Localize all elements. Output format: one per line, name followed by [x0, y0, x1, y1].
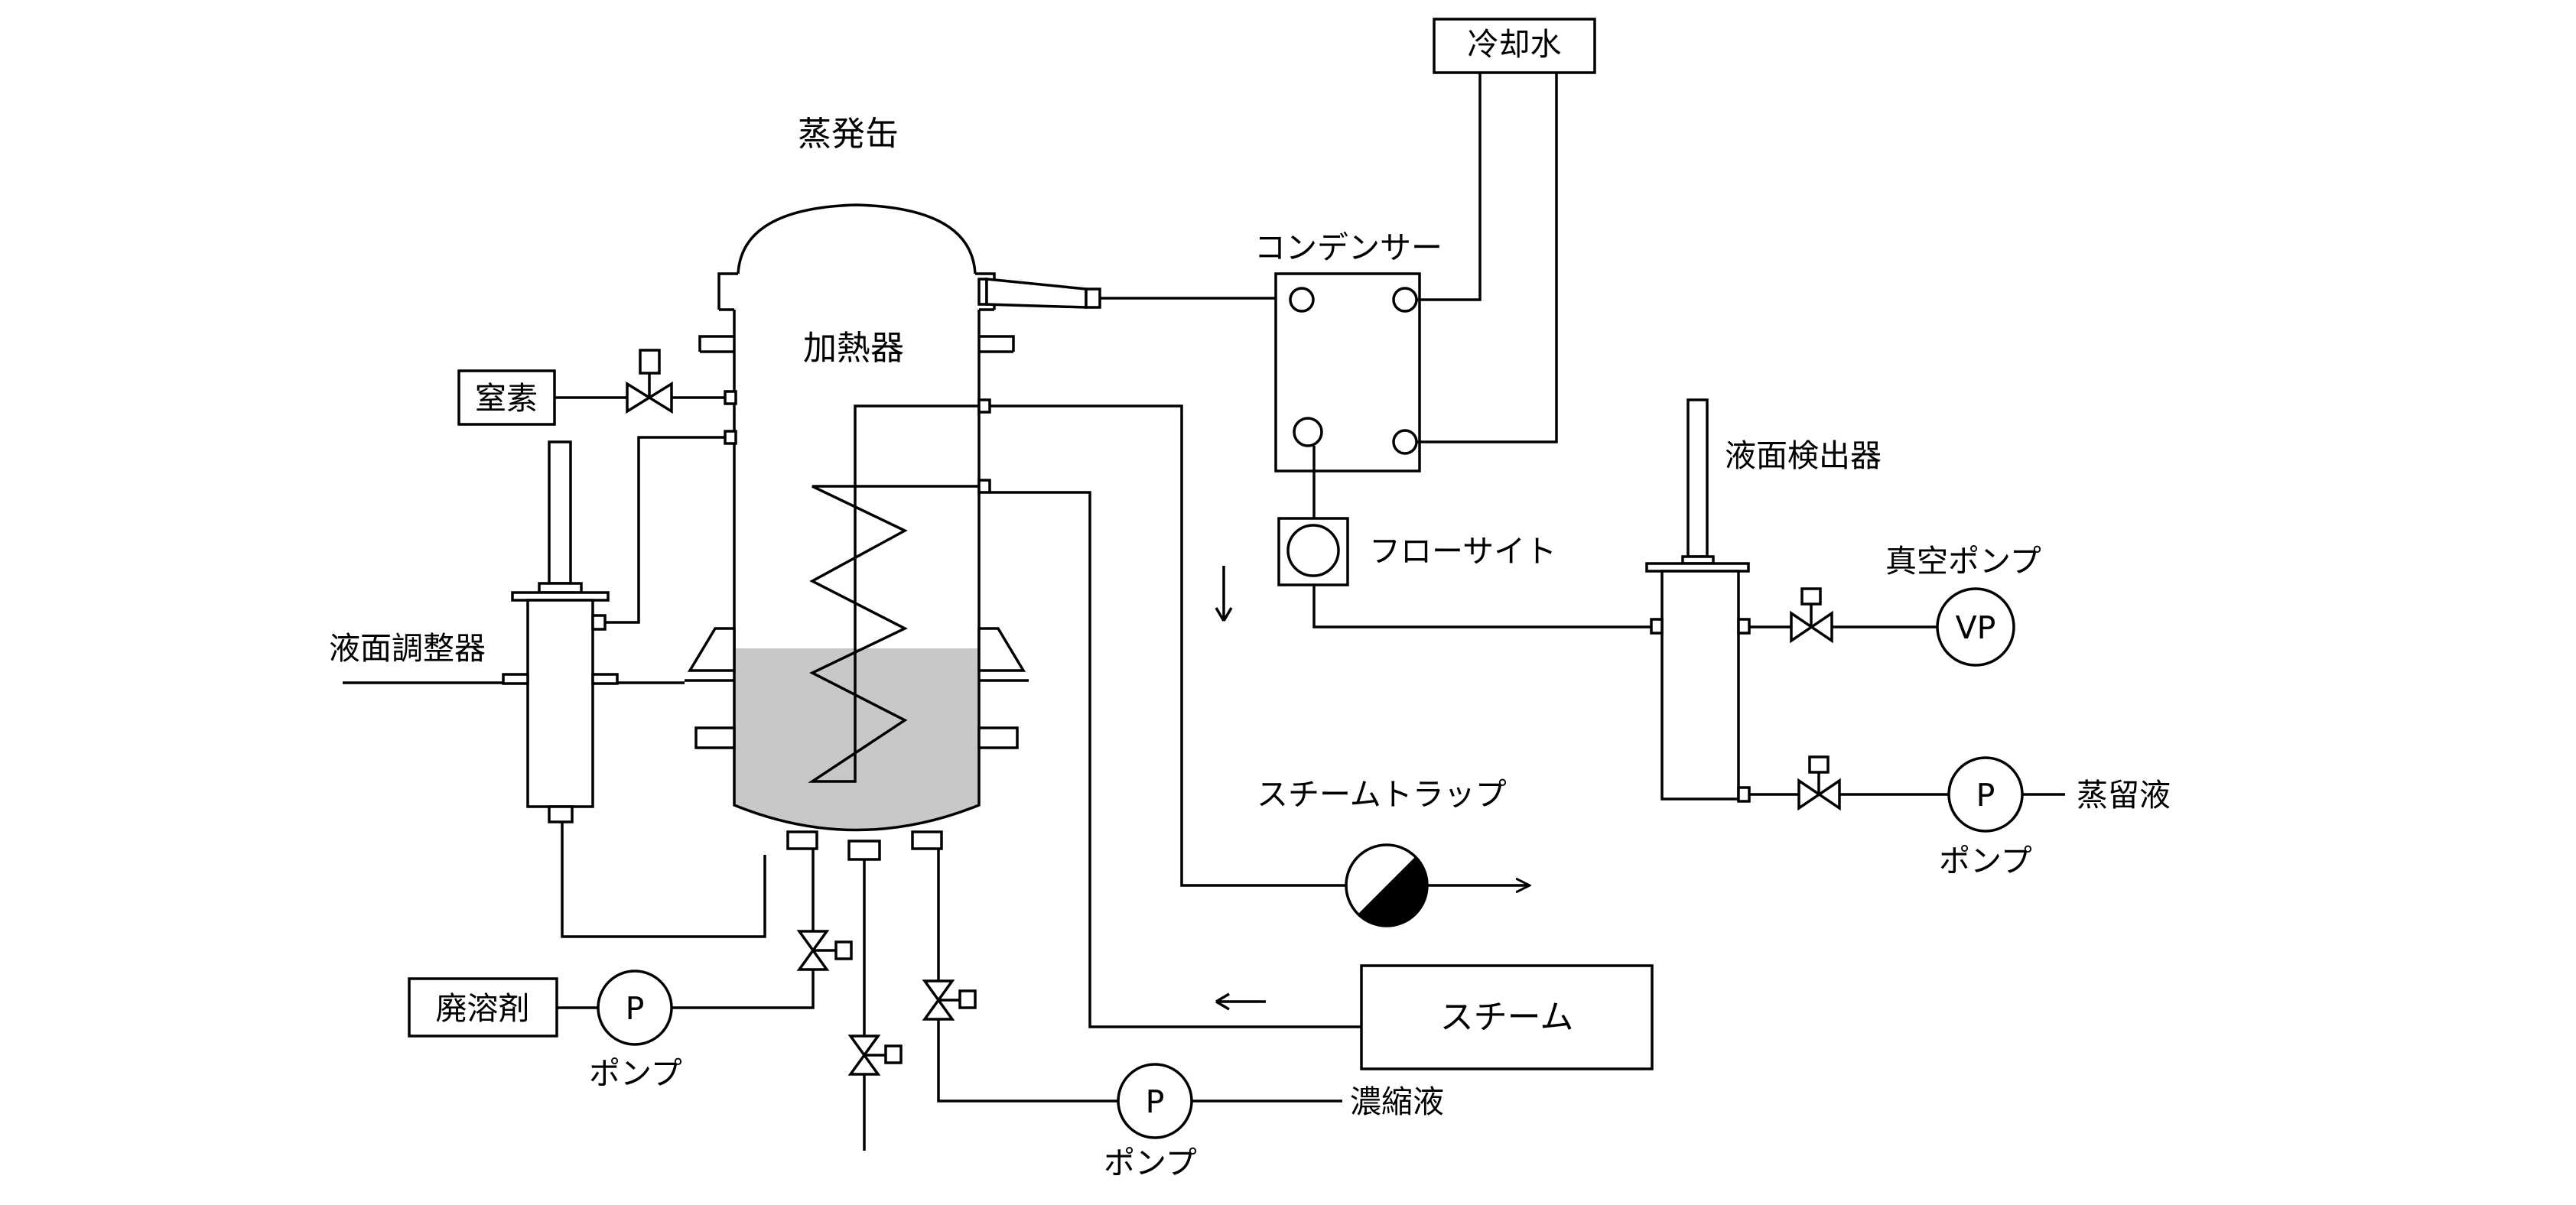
feed-pump-symbol: P — [626, 990, 645, 1027]
level-detector — [1645, 398, 1751, 803]
evaporator-label: 蒸発缶 — [798, 115, 899, 154]
waste-solvent-label: 廃溶剤 — [436, 990, 530, 1027]
flow-sight-label: フローサイト — [1369, 533, 1556, 570]
distillate-pump-symbol: P — [1976, 777, 1995, 814]
concentrate-label: 濃縮液 — [1350, 1083, 1444, 1120]
concentrate-line — [922, 849, 1342, 1139]
evaporator-vessel — [685, 203, 1029, 861]
level-regulator — [343, 436, 766, 938]
heater-coil — [808, 404, 979, 783]
nitrogen-label: 窒素 — [475, 380, 538, 417]
condenser-label: コンデンサー — [1254, 229, 1442, 266]
cooling-water-label: 冷却水 — [1468, 26, 1562, 63]
vacuum-pump-symbol: VP — [1956, 609, 1996, 646]
steam-trap-label: スチームトラップ — [1257, 776, 1507, 813]
steam-label: スチーム — [1440, 998, 1574, 1037]
flow-sight — [1277, 446, 1658, 628]
distillate-pump-line — [1749, 755, 2065, 833]
condenser — [1274, 272, 1421, 473]
concentrate-pump-label: ポンプ — [1104, 1145, 1197, 1181]
level-detector-label: 液面検出器 — [1725, 437, 1882, 474]
liquid-level — [734, 648, 979, 830]
heater-label: 加熱器 — [803, 329, 904, 368]
drain-line — [847, 859, 903, 1151]
nitrogen-line — [457, 349, 725, 426]
cooling-water-box — [1433, 18, 1596, 74]
steam-supply — [990, 491, 1654, 1070]
cooling-water-lines — [1416, 73, 1558, 443]
distillate-label: 蒸留液 — [2077, 777, 2171, 814]
steam-trap-line — [990, 404, 1530, 927]
level-regulator-label: 液面調整器 — [329, 630, 486, 667]
waste-solvent-line — [408, 849, 853, 1046]
distillate-pump-label: ポンプ — [1939, 843, 2032, 879]
vacuum-pump-line — [1749, 587, 2015, 667]
vacuum-pump-label: 真空ポンプ — [1885, 543, 2041, 580]
concentrate-pump-symbol: P — [1146, 1083, 1165, 1120]
vapor-outlet — [977, 278, 1276, 309]
feed-pump-label: ポンプ — [589, 1055, 682, 1092]
